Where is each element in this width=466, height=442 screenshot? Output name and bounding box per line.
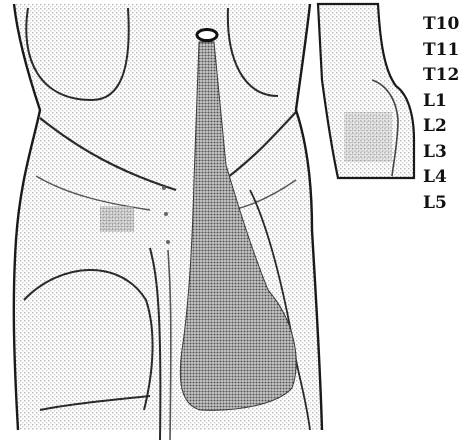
dermatome-label-list: T10 T11 T12 L1 L2 L3 L4 L5 — [423, 12, 463, 216]
label-l5: L5 — [423, 191, 463, 217]
label-t11: T11 — [423, 38, 463, 64]
label-l1: L1 — [423, 89, 463, 115]
label-l2: L2 — [423, 114, 463, 140]
arm-shading — [344, 112, 392, 162]
midline-dot — [166, 240, 170, 244]
label-t10: T10 — [423, 12, 463, 38]
midline-dot — [164, 212, 168, 216]
umbilicus — [197, 30, 217, 41]
hatched-patch — [100, 206, 134, 232]
label-l3: L3 — [423, 140, 463, 166]
label-l4: L4 — [423, 165, 463, 191]
midline-dot — [162, 186, 166, 190]
label-t12: T12 — [423, 63, 463, 89]
